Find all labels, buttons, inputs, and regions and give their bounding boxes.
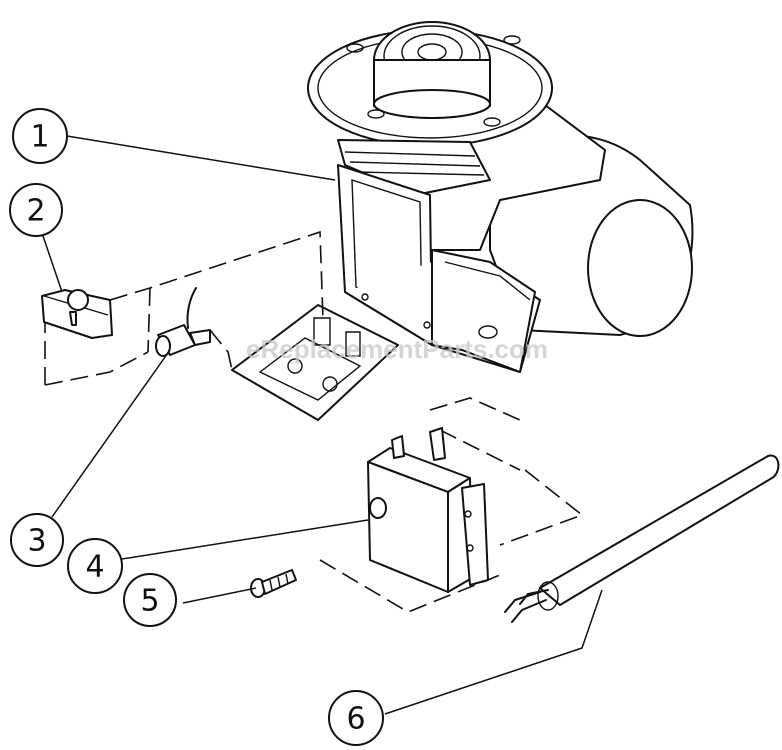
- callout-2: 2: [9, 183, 63, 237]
- watermark-text: eReplacementParts.com: [246, 334, 548, 364]
- sensor-part: [155, 287, 211, 357]
- power-cord: [504, 454, 780, 623]
- screw-part: [250, 569, 297, 598]
- control-box: [367, 427, 489, 593]
- callout-6-label: 6: [346, 702, 365, 737]
- callout-5: 5: [123, 573, 177, 627]
- callout-1-label: 1: [30, 120, 49, 155]
- callout-4: 4: [67, 538, 123, 594]
- callout-1: 1: [12, 108, 68, 164]
- limit-switch: [41, 289, 113, 339]
- callout-3-label: 3: [27, 524, 46, 559]
- blower-assembly: [231, 21, 694, 421]
- callout-5-label: 5: [140, 584, 159, 619]
- callout-4-label: 4: [85, 550, 104, 585]
- leader-lines: [41, 135, 603, 715]
- callout-6: 6: [328, 690, 384, 746]
- callout-3: 3: [10, 513, 64, 567]
- callout-2-label: 2: [26, 194, 45, 229]
